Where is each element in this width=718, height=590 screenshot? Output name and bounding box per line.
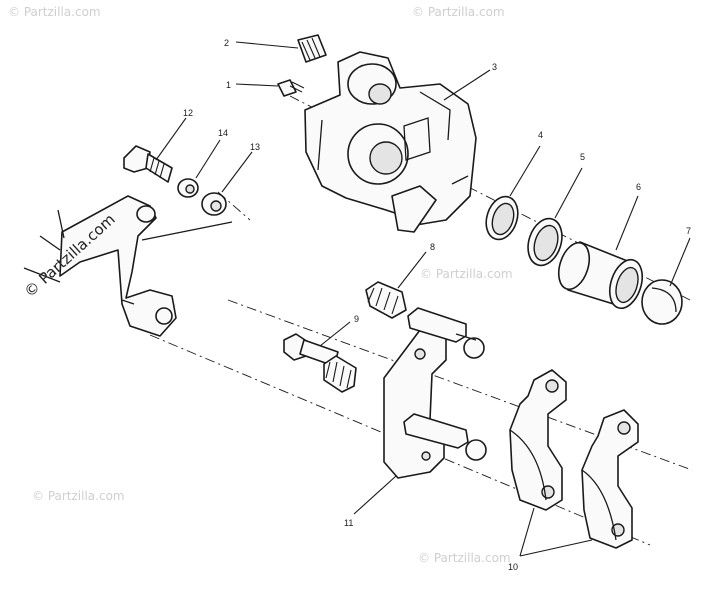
brake-pad-outer (581, 409, 639, 549)
callout-labels: 2 1 3 12 14 13 4 5 6 7 8 9 11 10 (183, 38, 691, 572)
callout-12: 12 (183, 108, 193, 118)
caliper-bracket (353, 307, 487, 515)
brake-pad-leaders (519, 507, 593, 557)
watermark-faint: © Partzilla.com (8, 5, 101, 19)
lock-washer (177, 139, 221, 198)
watermark-faint: © Partzilla.com (412, 5, 505, 19)
callout-11: 11 (344, 518, 353, 528)
slide-pin-lower (283, 321, 357, 393)
callout-4: 4 (538, 130, 543, 140)
callout-7: 7 (686, 226, 691, 236)
callout-9: 9 (354, 314, 359, 324)
callout-5: 5 (580, 152, 585, 162)
callout-10: 10 (508, 562, 518, 572)
bleeder-cap (235, 34, 327, 63)
watermark-faint-group: © Partzilla.com © Partzilla.com © Partzi… (8, 5, 513, 565)
piston-cap (641, 237, 691, 325)
flat-washer (201, 151, 253, 216)
callout-3: 3 (492, 62, 497, 72)
brake-pad-inner (509, 369, 567, 511)
watermark-faint: © Partzilla.com (420, 267, 513, 281)
dust-seal (527, 167, 583, 267)
callout-2: 2 (224, 38, 229, 48)
upper-pin-axis-line (227, 299, 693, 471)
mounting-bolt (123, 117, 187, 183)
watermark-faint: © Partzilla.com (32, 489, 125, 503)
mounting-bracket (23, 195, 233, 337)
caliper-piston (557, 195, 644, 310)
callout-13: 13 (250, 142, 260, 152)
watermark-faint: © Partzilla.com (418, 551, 511, 565)
pin-boot-upper (365, 251, 427, 319)
callout-1: 1 (226, 80, 231, 90)
callout-6: 6 (636, 182, 641, 192)
caliper-body (304, 51, 491, 233)
bleeder-screw (235, 79, 305, 97)
watermark-main: © Partzilla.com (21, 210, 119, 301)
callout-8: 8 (430, 242, 435, 252)
callout-14: 14 (218, 128, 228, 138)
piston-seal (485, 145, 541, 241)
